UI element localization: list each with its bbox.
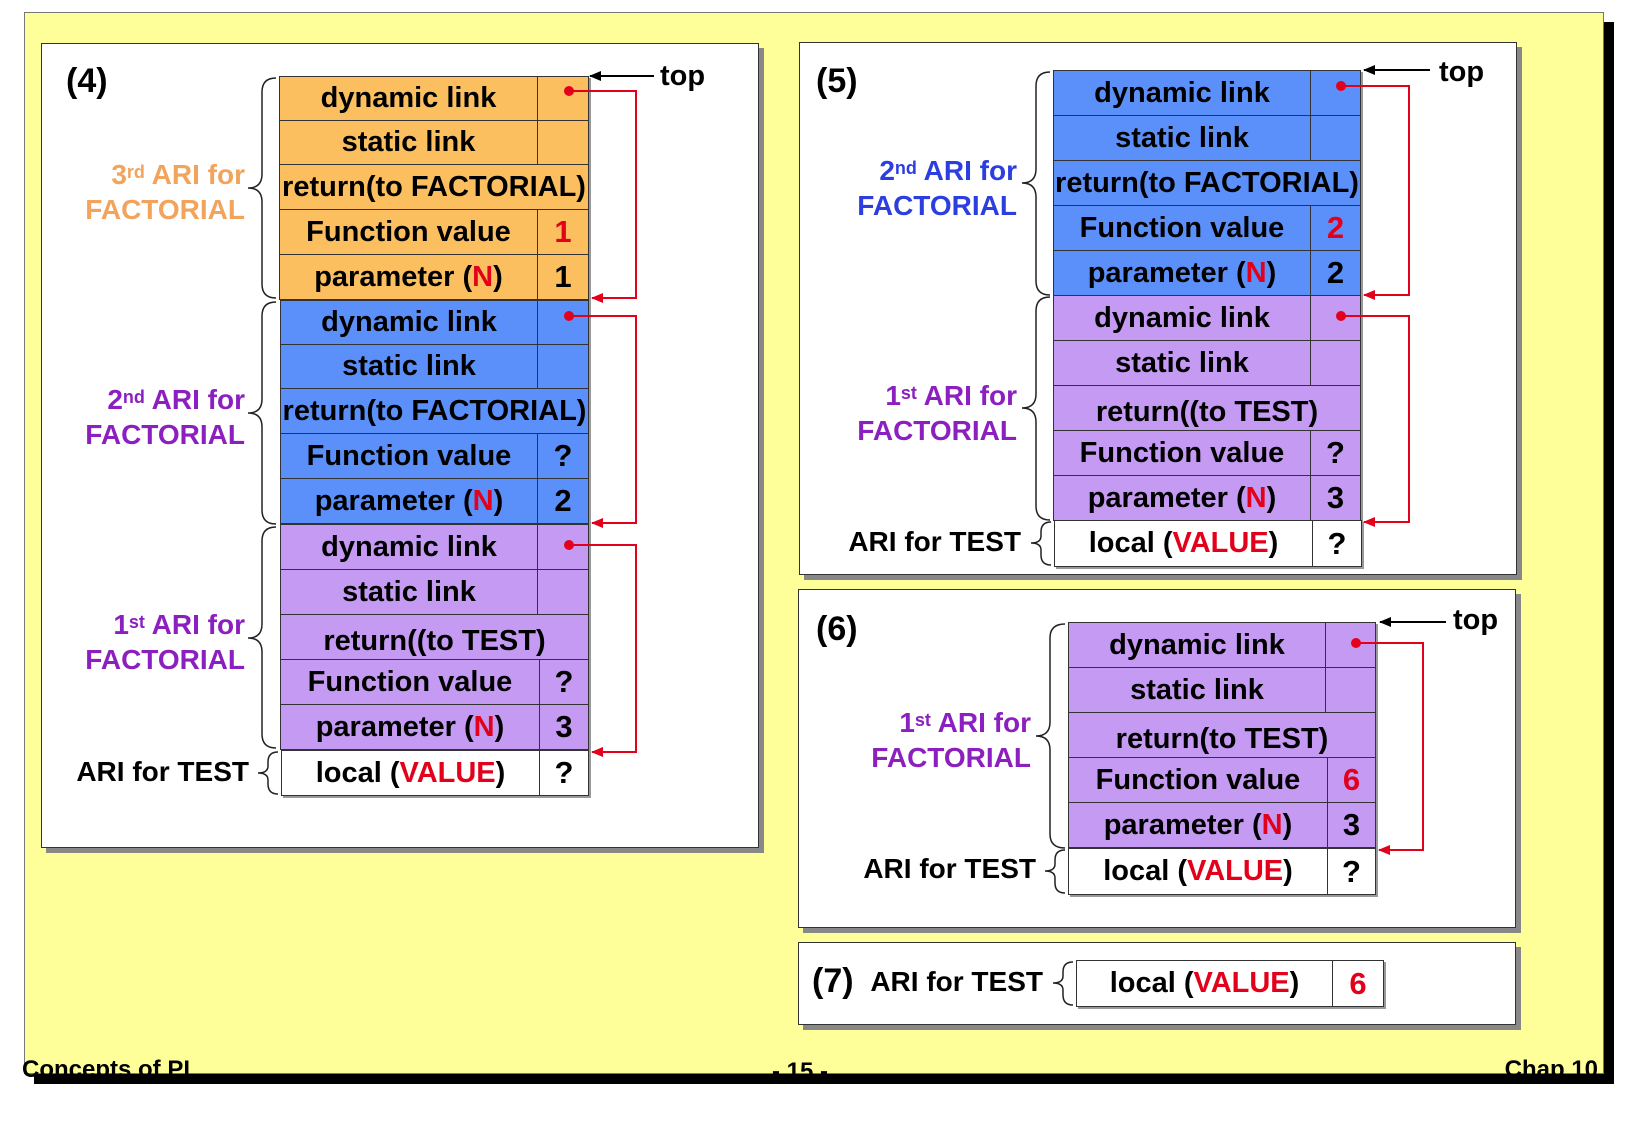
return-address-cell: return(to TEST) bbox=[1068, 712, 1376, 758]
dynamic-link-cell: dynamic link bbox=[1053, 70, 1311, 116]
dynamic-link-arrow bbox=[569, 90, 637, 303]
group-label-ari-test: ARI for TEST bbox=[848, 526, 1021, 557]
parameter-value: 3 bbox=[1327, 802, 1376, 848]
group-label-ari-test: ARI for TEST bbox=[76, 756, 249, 787]
function-value: 1 bbox=[537, 209, 589, 255]
brace bbox=[257, 751, 279, 795]
function-value-cell: Function value bbox=[279, 209, 538, 255]
static-link-pointer-cell bbox=[1310, 115, 1361, 161]
dynamic-link-arrow bbox=[569, 315, 637, 528]
return-address-cell: return(to FACTORIAL) bbox=[279, 164, 589, 210]
dynamic-link-cell: dynamic link bbox=[1068, 622, 1326, 668]
return-address-cell: return((to TEST) bbox=[280, 614, 589, 660]
local-variable-value: ? bbox=[539, 750, 589, 796]
panel-6-label: (6) bbox=[816, 610, 858, 648]
footer-course-title: Concepts of PL bbox=[22, 1056, 199, 1083]
static-link-pointer-cell bbox=[537, 569, 589, 615]
function-value-cell: Function value bbox=[280, 433, 538, 479]
brace bbox=[247, 526, 277, 749]
dynamic-link-arrow bbox=[569, 544, 637, 757]
return-address-cell: return(to FACTORIAL) bbox=[1053, 160, 1361, 206]
top-label: top bbox=[1453, 604, 1499, 636]
brace bbox=[1030, 521, 1052, 566]
dynamic-link-arrow bbox=[1341, 85, 1410, 300]
dynamic-link-dot bbox=[1351, 638, 1361, 648]
parameter-value: 2 bbox=[1310, 250, 1361, 296]
top-label: top bbox=[660, 60, 706, 92]
dynamic-link-dot bbox=[564, 311, 574, 321]
local-variable-value: ? bbox=[1327, 848, 1376, 895]
dynamic-link-pointer-cell bbox=[537, 300, 589, 345]
static-link-cell: static link bbox=[280, 569, 538, 615]
local-variable-cell: local (VALUE) bbox=[1054, 520, 1313, 567]
local-variable-value: 6 bbox=[1332, 960, 1384, 1007]
static-link-cell: static link bbox=[1068, 667, 1326, 713]
brace bbox=[1021, 71, 1051, 296]
parameter-value: 3 bbox=[539, 704, 589, 750]
static-link-pointer-cell bbox=[537, 120, 589, 165]
return-address-cell: return((to TEST) bbox=[1053, 385, 1361, 431]
parameter-cell: parameter (N) bbox=[1068, 802, 1328, 848]
parameter-cell: parameter (N) bbox=[280, 478, 538, 524]
panel-4-label: (4) bbox=[66, 62, 108, 100]
function-value-cell: Function value bbox=[280, 659, 540, 705]
panel-5-label: (5) bbox=[816, 62, 858, 100]
parameter-cell: parameter (N) bbox=[1053, 475, 1311, 521]
brace bbox=[1052, 961, 1074, 1006]
return-address-cell: return(to FACTORIAL) bbox=[280, 388, 589, 434]
brace bbox=[1035, 623, 1066, 849]
function-value-cell: Function value bbox=[1053, 430, 1311, 476]
dynamic-link-dot bbox=[1336, 311, 1346, 321]
parameter-value: 1 bbox=[537, 254, 589, 300]
dynamic-link-arrow bbox=[1341, 315, 1410, 527]
static-link-cell: static link bbox=[280, 344, 538, 389]
brace bbox=[247, 77, 277, 299]
dynamic-link-pointer-cell bbox=[537, 76, 589, 121]
local-variable-cell: local (VALUE) bbox=[1068, 848, 1328, 895]
static-link-cell: static link bbox=[1053, 115, 1311, 161]
parameter-value: 2 bbox=[537, 478, 589, 524]
panel-7-label: (7) bbox=[812, 962, 854, 1000]
static-link-pointer-cell bbox=[1310, 340, 1361, 386]
dynamic-link-dot bbox=[1336, 81, 1346, 91]
dynamic-link-pointer-cell bbox=[1325, 622, 1376, 668]
footer-page-number: - 15 - bbox=[772, 1058, 829, 1085]
brace bbox=[1021, 296, 1051, 521]
brace bbox=[247, 301, 277, 525]
dynamic-link-arrow bbox=[1356, 642, 1424, 855]
dynamic-link-cell: dynamic link bbox=[279, 76, 538, 121]
dynamic-link-cell: dynamic link bbox=[280, 300, 538, 345]
dynamic-link-dot bbox=[564, 540, 574, 550]
function-value-cell: Function value bbox=[1068, 757, 1328, 803]
function-value-cell: Function value bbox=[1053, 205, 1311, 251]
parameter-cell: parameter (N) bbox=[280, 704, 540, 750]
local-variable-value: ? bbox=[1312, 520, 1362, 567]
dynamic-link-cell: dynamic link bbox=[280, 524, 538, 570]
group-label-ari-test: ARI for TEST bbox=[863, 853, 1036, 884]
local-variable-cell: local (VALUE) bbox=[281, 750, 540, 796]
function-value: ? bbox=[539, 659, 589, 705]
static-link-cell: static link bbox=[279, 120, 538, 165]
parameter-value: 3 bbox=[1310, 475, 1361, 521]
dynamic-link-dot bbox=[564, 86, 574, 96]
group-label-ari-test: ARI for TEST bbox=[870, 966, 1043, 997]
local-variable-cell: local (VALUE) bbox=[1076, 960, 1333, 1007]
top-label: top bbox=[1439, 56, 1485, 88]
dynamic-link-pointer-cell bbox=[1310, 70, 1361, 116]
footer-chapter: Chap 10 bbox=[1504, 1056, 1598, 1083]
brace bbox=[1044, 849, 1066, 894]
static-link-cell: static link bbox=[1053, 340, 1311, 386]
